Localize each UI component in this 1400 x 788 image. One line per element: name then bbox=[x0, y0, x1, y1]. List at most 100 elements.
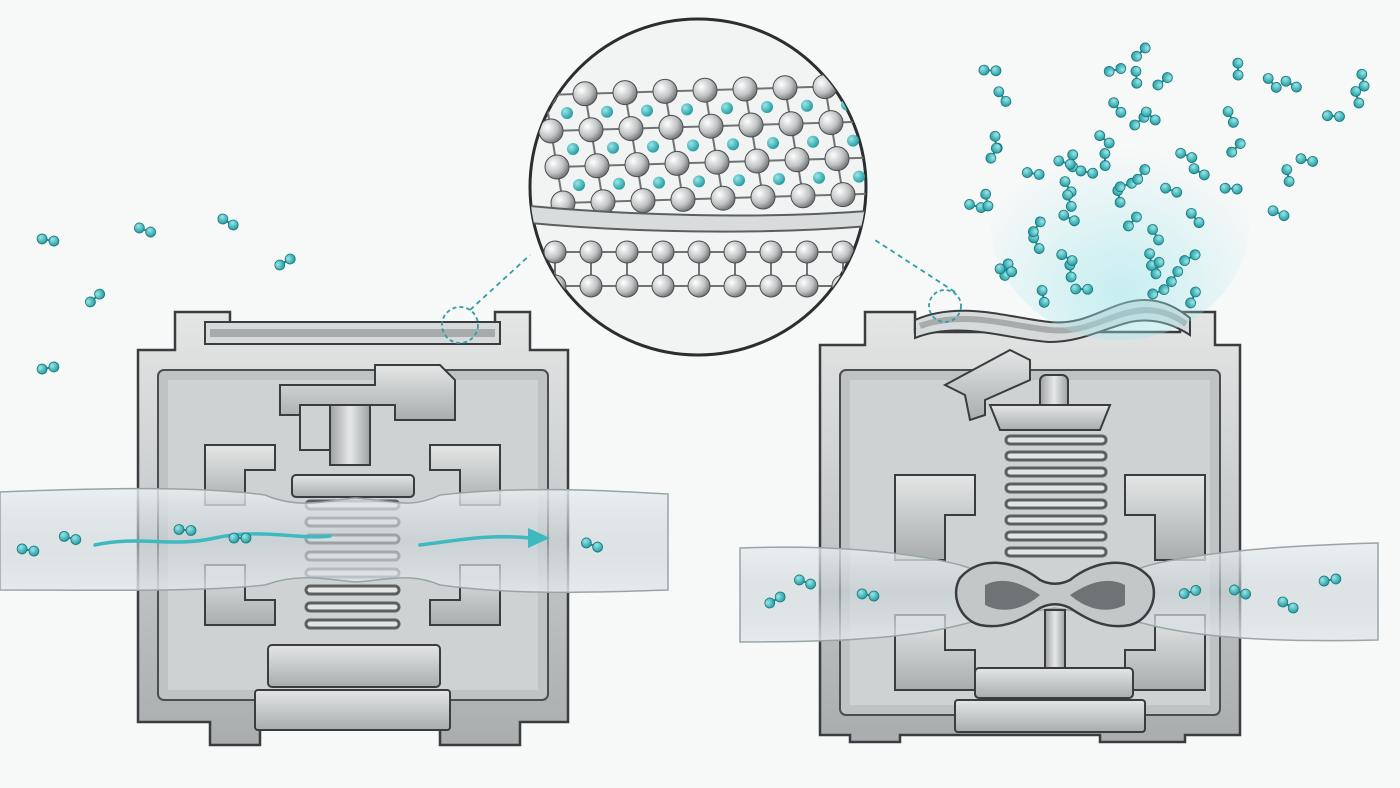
diatomic-molecule-icon bbox=[228, 532, 252, 544]
lattice-atom bbox=[778, 111, 804, 137]
diatomic-molecule-icon bbox=[1232, 57, 1244, 81]
lattice-atom bbox=[759, 240, 783, 264]
diatomic-molecule-icon bbox=[993, 86, 1012, 107]
diatomic-molecule-icon bbox=[580, 537, 604, 553]
diatomic-molecule-icon bbox=[1053, 155, 1076, 170]
diatomic-molecule-icon bbox=[1281, 164, 1295, 187]
diatomic-molecule-icon bbox=[1160, 182, 1183, 198]
diatomic-molecule-icon bbox=[1144, 248, 1157, 271]
diatomic-molecule-icon bbox=[978, 64, 1002, 77]
trapped-ion bbox=[561, 107, 573, 119]
lattice-atom bbox=[871, 181, 895, 205]
diatomic-molecule-icon bbox=[1219, 182, 1243, 195]
trapped-ion bbox=[727, 138, 739, 151]
trapped-ion bbox=[687, 139, 699, 152]
lattice-atom bbox=[868, 275, 890, 297]
diatomic-molecule-icon bbox=[36, 233, 60, 247]
lattice-atom bbox=[651, 274, 675, 298]
right-latch bbox=[942, 348, 1031, 422]
diatomic-molecule-icon bbox=[1267, 205, 1290, 222]
lattice-atom bbox=[864, 144, 866, 170]
lattice-atom bbox=[868, 241, 890, 263]
trapped-ion bbox=[653, 176, 665, 189]
trapped-ion bbox=[773, 173, 785, 185]
diatomic-molecule-icon bbox=[1123, 211, 1142, 232]
lattice-atom bbox=[772, 75, 798, 101]
diatomic-molecule-icon bbox=[856, 588, 880, 602]
trapped-ion bbox=[721, 102, 733, 115]
diatomic-molecule-icon bbox=[1262, 73, 1282, 93]
pinch-valve-seal bbox=[954, 561, 1156, 628]
diatomic-molecule-icon bbox=[1130, 65, 1143, 89]
lattice-atom bbox=[543, 240, 567, 264]
diatomic-molecule-icon bbox=[764, 591, 786, 609]
diatomic-molecule-icon bbox=[1103, 63, 1127, 77]
diatomic-molecule-icon bbox=[1147, 224, 1164, 246]
diatomic-molecule-icon bbox=[1350, 86, 1365, 109]
diatomic-molecule-icon bbox=[1059, 176, 1077, 198]
diatomic-molecule-icon bbox=[217, 213, 239, 231]
left-linkage-arm bbox=[279, 364, 456, 421]
diatomic-molecule-icon bbox=[1185, 286, 1201, 309]
lattice-atom bbox=[664, 150, 690, 176]
trapped-ion bbox=[567, 143, 579, 155]
diatomic-molecule-icon bbox=[1058, 209, 1080, 227]
lattice-atom bbox=[759, 274, 783, 298]
trapped-ion bbox=[641, 104, 653, 117]
lattice-atom bbox=[784, 147, 810, 173]
lattice-atom bbox=[584, 153, 610, 179]
diatomic-molecule-icon bbox=[1356, 68, 1370, 92]
diatomic-molecule-icon bbox=[36, 361, 60, 375]
lattice-atom bbox=[795, 240, 819, 264]
lattice-atom bbox=[658, 114, 684, 140]
diatomic-molecule-icon bbox=[1140, 106, 1161, 126]
lattice-atom bbox=[858, 108, 866, 134]
lattice-atom bbox=[670, 186, 696, 212]
trapped-ion bbox=[853, 170, 865, 183]
closed-valve bbox=[739, 289, 1379, 744]
lattice-atom bbox=[615, 240, 639, 264]
lattice-atom bbox=[710, 185, 736, 211]
gas-plume bbox=[990, 100, 1250, 340]
trapped-ion bbox=[681, 103, 693, 116]
trapped-ion bbox=[573, 179, 585, 191]
diatomic-molecule-icon bbox=[1228, 584, 1252, 600]
lattice-atom bbox=[723, 240, 747, 264]
diatomic-molecule-icon bbox=[989, 130, 1002, 154]
lattice-atom bbox=[618, 116, 644, 142]
diatomic-molecule-icon bbox=[1062, 189, 1077, 212]
diatomic-molecule-icon bbox=[1036, 285, 1050, 308]
lattice-atom bbox=[624, 152, 650, 178]
diatomic-molecule-icon bbox=[274, 253, 296, 271]
lattice-atom bbox=[692, 77, 718, 103]
lattice-atom bbox=[750, 184, 776, 210]
lattice-atom bbox=[723, 274, 747, 298]
trapped-ion bbox=[693, 175, 705, 188]
lattice-atom bbox=[795, 274, 819, 298]
lattice-atom bbox=[544, 154, 570, 180]
diatomic-molecule-icon bbox=[16, 543, 40, 557]
lattice-atom bbox=[687, 240, 711, 264]
lattice-atom bbox=[578, 117, 604, 143]
diatomic-molecule-icon bbox=[1070, 283, 1094, 295]
gas-molecules bbox=[16, 42, 1370, 614]
trapped-ion bbox=[767, 137, 779, 149]
diatomic-molecule-icon bbox=[980, 188, 994, 212]
diatomic-molecule-icon bbox=[1114, 177, 1138, 193]
trapped-ion bbox=[607, 141, 619, 154]
diatomic-molecule-icon bbox=[1147, 284, 1170, 300]
diatomic-molecule-icon bbox=[1185, 207, 1205, 228]
right-spring bbox=[1004, 434, 1108, 558]
trapped-ion bbox=[601, 105, 613, 118]
diatomic-molecule-icon bbox=[1152, 72, 1173, 91]
diatomic-molecule-icon bbox=[1188, 163, 1210, 181]
lattice-atom bbox=[698, 113, 724, 139]
lattice-atom bbox=[790, 183, 816, 209]
membrane-zoom-inset bbox=[469, 17, 956, 357]
diatomic-molecule-icon bbox=[1132, 164, 1151, 185]
flow-arrow-icon bbox=[93, 532, 532, 547]
diatomic-molecule-icon bbox=[173, 524, 197, 536]
lattice-atom bbox=[579, 240, 603, 264]
lattice-atom bbox=[830, 182, 856, 208]
